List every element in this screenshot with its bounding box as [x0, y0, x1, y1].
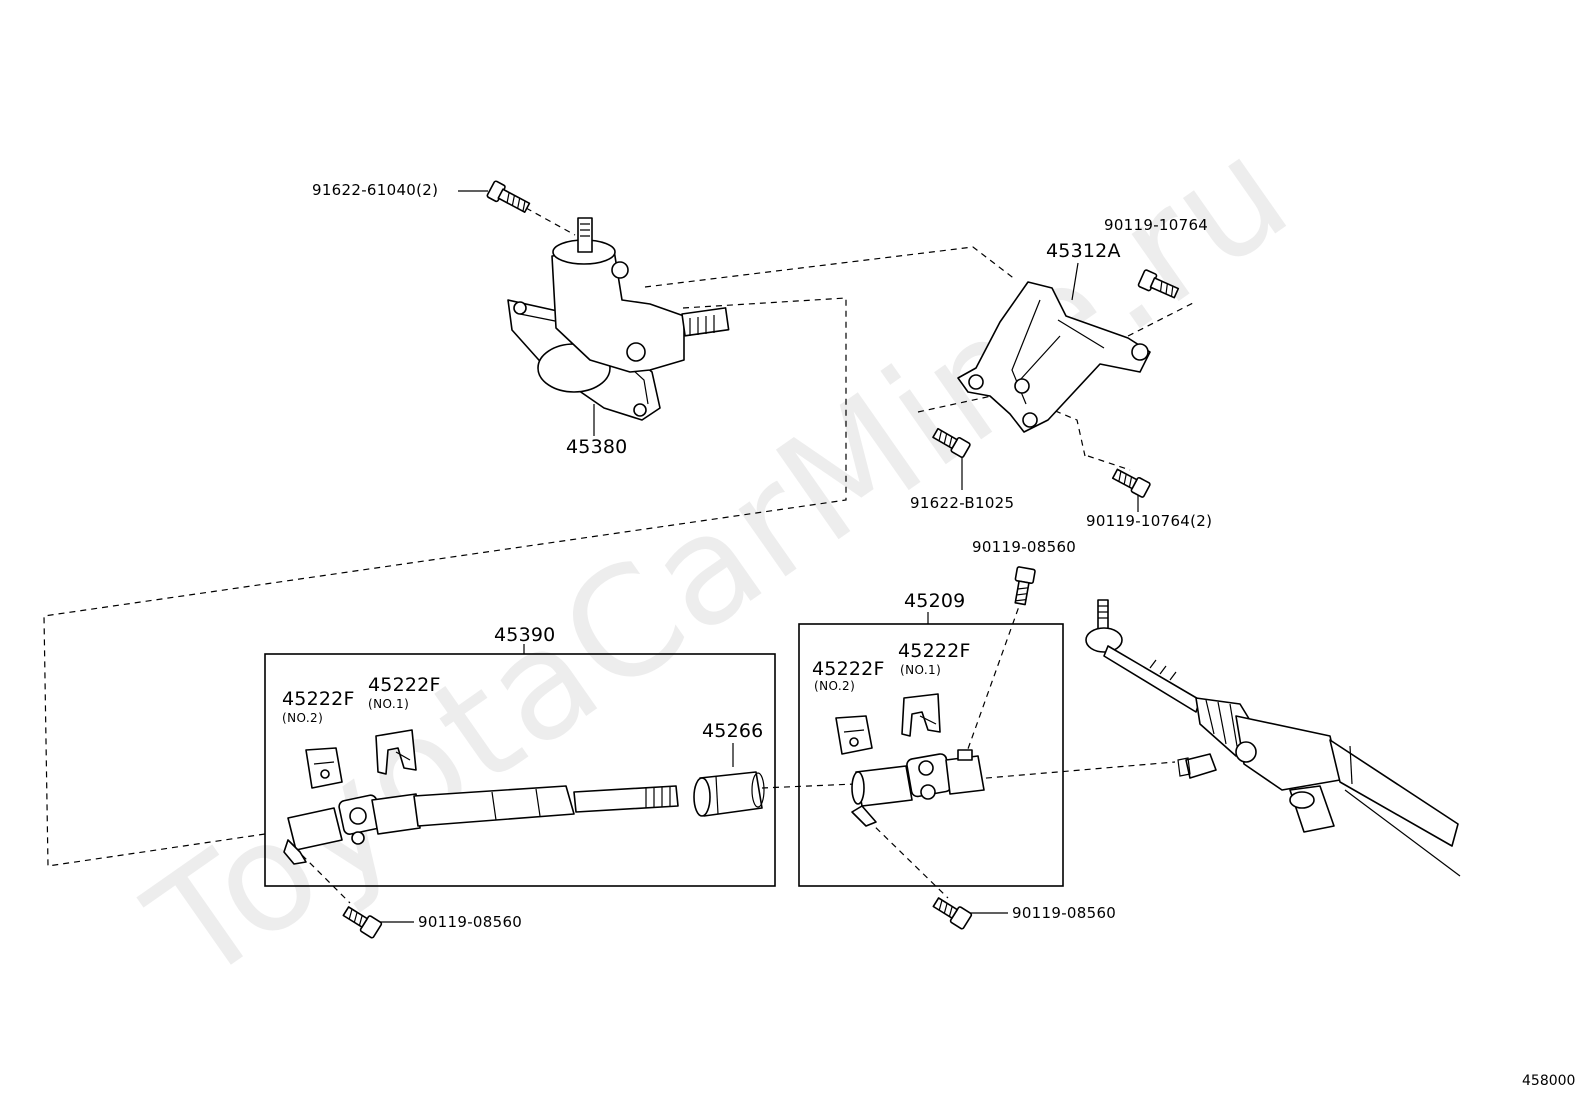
clip-45222f-no2-a-icon	[305, 747, 343, 789]
label-45222f-no1-a: 45222F	[368, 674, 441, 696]
page-number: 458000	[1522, 1073, 1576, 1089]
label-90119-08560-right: 90119-08560	[1012, 904, 1117, 922]
label-45222f-no2-a-sub: (NO.2)	[282, 711, 324, 725]
sleeve-45266-icon	[693, 771, 765, 817]
label-91622-b1025: 91622-B1025	[910, 494, 1015, 512]
clip-45222f-no1-a-icon	[375, 729, 417, 775]
label-45222f-no2-b-sub: (NO.2)	[814, 679, 856, 693]
label-45222f-no1-b-sub: (NO.1)	[900, 663, 942, 677]
bolt-90119-08560-right-icon	[932, 897, 973, 930]
steering-rack-icon	[1085, 599, 1461, 877]
label-90119-08560-top: 90119-08560	[972, 538, 1077, 556]
bolt-90119-10764-icon	[1137, 269, 1180, 299]
label-90119-10764: 90119-10764	[1104, 216, 1209, 234]
label-45390: 45390	[494, 624, 556, 646]
label-45209: 45209	[904, 590, 966, 612]
bolt-90119-08560-left-icon	[342, 906, 383, 939]
box-45209	[798, 623, 1064, 887]
label-45222f-no1-a-sub: (NO.1)	[368, 697, 410, 711]
leader-lines	[378, 190, 1139, 923]
label-45222f-no1-b: 45222F	[898, 640, 971, 662]
bracket-45312a-icon	[957, 281, 1151, 433]
gear-box-45380-icon	[507, 217, 730, 421]
label-45312a: 45312A	[1046, 240, 1121, 262]
bolt-91622-b1025-icon	[932, 427, 971, 458]
bolt-90119-08560-top-icon	[1014, 566, 1036, 606]
label-91622-61040: 91622-61040(2)	[312, 181, 439, 199]
label-45222f-no2-b: 45222F	[812, 658, 885, 680]
label-45222f-no2-a: 45222F	[282, 688, 355, 710]
box-45390	[264, 653, 776, 887]
label-45266: 45266	[702, 720, 764, 742]
joint-45209-icon	[851, 749, 985, 827]
steering-shaft-45390-icon	[283, 785, 679, 865]
label-45380: 45380	[566, 436, 628, 458]
label-90119-10764-2: 90119-10764(2)	[1086, 512, 1213, 530]
clip-45222f-no1-b-icon	[901, 693, 941, 737]
clip-45222f-no2-b-icon	[835, 715, 873, 755]
dashed-assembly-lines	[43, 207, 1194, 904]
bolt-90119-10764-2-icon	[1111, 468, 1151, 498]
label-90119-08560-left: 90119-08560	[418, 913, 523, 931]
bolt-91622-61040-icon	[486, 180, 531, 213]
